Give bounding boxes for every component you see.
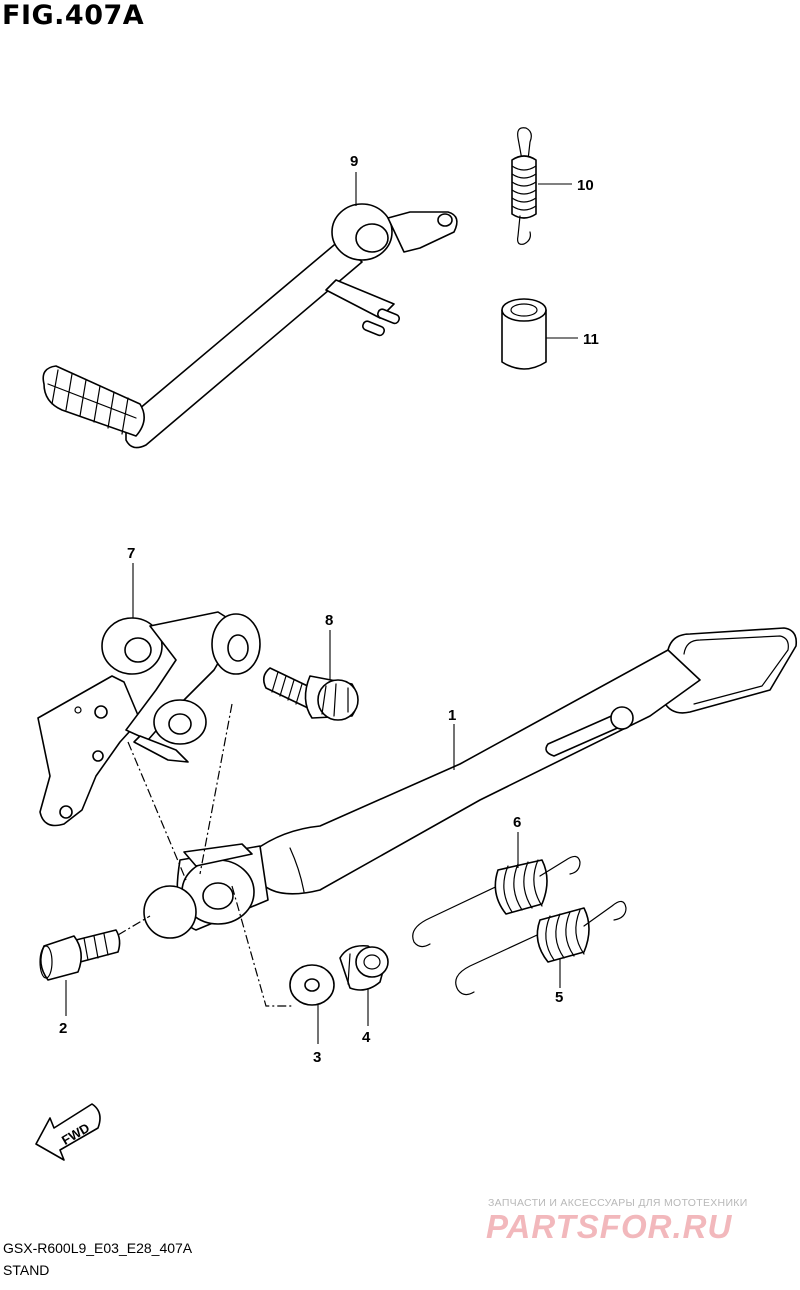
callout-4: 4 <box>362 1029 371 1046</box>
part-10-spring[interactable] <box>511 127 537 245</box>
callout-1: 1 <box>448 707 456 724</box>
callout-2: 2 <box>59 1020 67 1037</box>
callout-5: 5 <box>555 989 563 1006</box>
forward-arrow: FWD <box>35 1103 101 1161</box>
model-code: GSX-R600L9_E03_E28_407A <box>3 1240 193 1256</box>
watermark-tagline: ЗАПЧАСТИ И АКСЕССУАРЫ ДЛЯ МОТОТЕХНИКИ <box>488 1197 748 1209</box>
part-2-pivot-bolt[interactable] <box>39 929 121 981</box>
callout-10: 10 <box>577 177 594 194</box>
callout-8: 8 <box>325 612 333 629</box>
part-1-side-stand[interactable] <box>143 627 798 939</box>
section-name: STAND <box>3 1262 50 1278</box>
callout-7: 7 <box>127 545 135 562</box>
callout-11: 11 <box>583 331 599 348</box>
watermark-logo: PARTSFOR.RU <box>486 1208 733 1245</box>
part-4-nut[interactable] <box>339 944 389 991</box>
callout-9: 9 <box>350 153 358 170</box>
leader-lines <box>65 172 578 1044</box>
assembly-lines <box>117 703 292 1007</box>
part-9-brake-pedal[interactable] <box>42 203 458 449</box>
part-6-spring[interactable] <box>412 855 581 948</box>
part-8-bolt[interactable] <box>262 667 359 721</box>
callout-6: 6 <box>513 814 521 831</box>
part-5-spring[interactable] <box>455 900 627 996</box>
part-3-washer[interactable] <box>289 964 335 1006</box>
figure-title: FIG.407A <box>2 0 145 31</box>
part-11-bushing[interactable] <box>501 298 547 370</box>
callout-labels: 1 2 3 4 5 6 7 8 9 10 11 <box>59 153 599 1066</box>
callout-3: 3 <box>313 1049 321 1066</box>
part-7-bracket[interactable] <box>37 611 261 827</box>
